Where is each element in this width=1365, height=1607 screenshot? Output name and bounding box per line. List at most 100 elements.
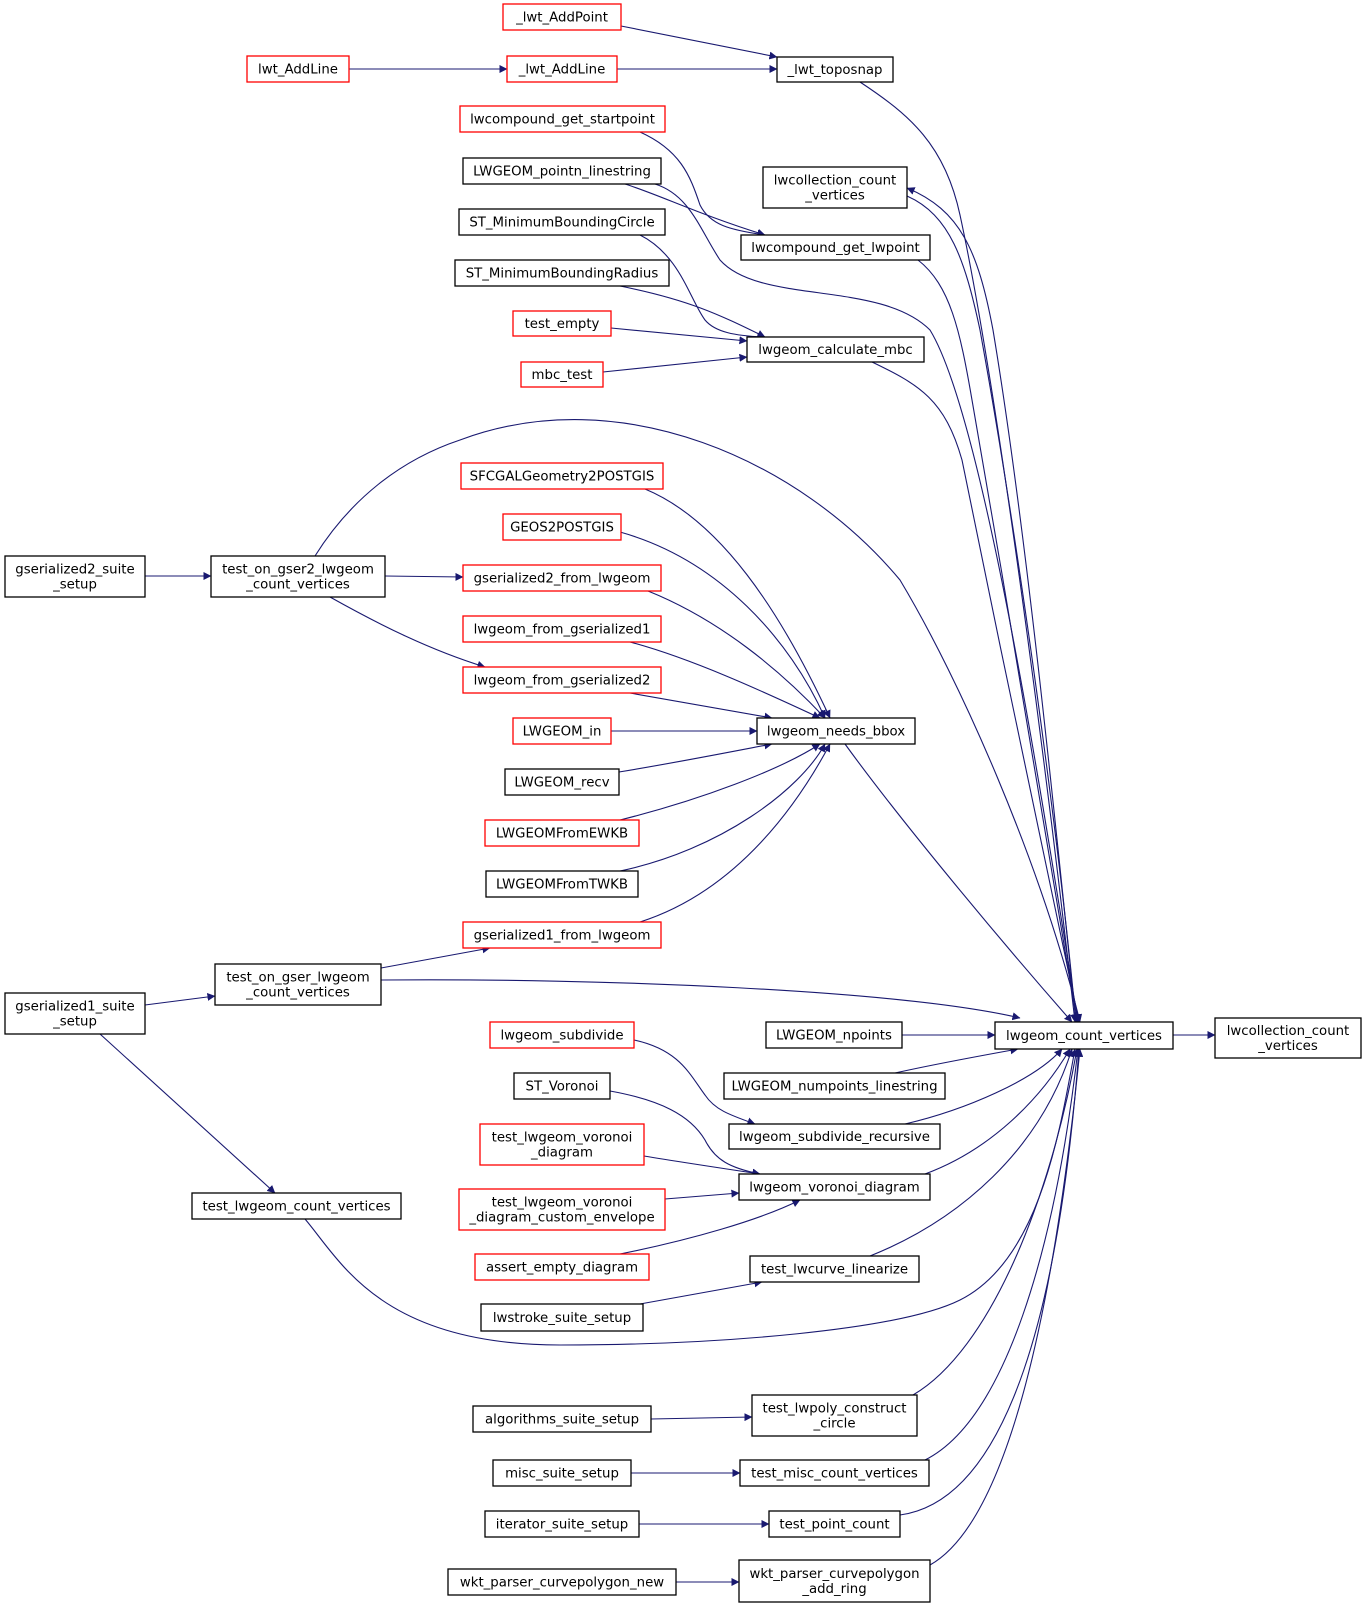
node-box[interactable] (512, 717, 612, 745)
node-box[interactable] (191, 1192, 402, 1220)
node-lwcompound_get_startpoint[interactable]: lwcompound_get_startpoint (459, 105, 666, 133)
node-mbc_test[interactable]: mbc_test (520, 361, 604, 388)
node-test_lwgeom_voronoi_diagram_ce[interactable]: test_lwgeom_voronoi_diagram_custom_envel… (458, 1188, 666, 1231)
node-algorithms_suite_setup[interactable]: algorithms_suite_setup (472, 1405, 652, 1433)
node-lwgeom_in[interactable]: LWGEOM_in (512, 717, 612, 745)
node-test_lwpoly_construct_circle[interactable]: test_lwpoly_construct_circle (751, 1394, 918, 1437)
node-box[interactable] (740, 234, 931, 261)
node-box[interactable] (462, 564, 662, 592)
node-box[interactable] (4, 555, 146, 598)
node-lwgeom_calculate_mbc[interactable]: lwgeom_calculate_mbc (746, 336, 925, 363)
node-box[interactable] (214, 963, 382, 1006)
node-iterator_suite_setup[interactable]: iterator_suite_setup (484, 1510, 640, 1538)
node-box[interactable] (1214, 1017, 1362, 1059)
node-box[interactable] (502, 3, 622, 31)
node-test_empty[interactable]: test_empty (512, 310, 612, 337)
node-box[interactable] (474, 1253, 650, 1281)
node-box[interactable] (776, 56, 894, 83)
node-box[interactable] (749, 1255, 920, 1283)
node-box[interactable] (738, 1173, 931, 1201)
node-test_on_gser[interactable]: test_on_gser_lwgeom_count_vertices (214, 963, 382, 1006)
node-lwgeom_pointn_linestring[interactable]: LWGEOM_pointn_linestring (462, 157, 662, 185)
node-box[interactable] (462, 157, 662, 185)
node-box[interactable] (994, 1021, 1174, 1050)
node-lwstroke_suite_setup[interactable]: lwstroke_suite_setup (480, 1303, 644, 1332)
node-box[interactable] (459, 105, 666, 133)
node-box[interactable] (762, 166, 908, 209)
node-lwgeom_npoints[interactable]: LWGEOM_npoints (765, 1021, 903, 1049)
node-lwcollection_count_vertices[interactable]: lwcollection_count_vertices (762, 166, 908, 209)
node-box[interactable] (472, 1405, 652, 1433)
node-box[interactable] (4, 992, 146, 1035)
node-lwt_AddLine_pub[interactable]: lwt_AddLine (246, 55, 350, 83)
node-box[interactable] (462, 615, 662, 643)
node-lwgeom_subdivide_recursive[interactable]: lwgeom_subdivide_recursive (728, 1123, 941, 1150)
node-test_on_gser2[interactable]: test_on_gser2_lwgeom_count_vertices (210, 555, 386, 598)
node-lwgeom_count_vertices[interactable]: lwgeom_count_vertices (994, 1021, 1174, 1050)
node-box[interactable] (723, 1072, 946, 1100)
node-box[interactable] (506, 55, 618, 83)
node-box[interactable] (447, 1568, 677, 1596)
node-box[interactable] (739, 1459, 930, 1487)
node-box[interactable] (502, 513, 622, 541)
node-test_lwgeom_count_vertices[interactable]: test_lwgeom_count_vertices (191, 1192, 402, 1220)
node-box[interactable] (462, 921, 662, 949)
node-box[interactable] (479, 1123, 645, 1166)
node-box[interactable] (454, 259, 670, 287)
node-st_mbr[interactable]: ST_MinimumBoundingRadius (454, 259, 670, 287)
node-lwcompound_get_lwpoint[interactable]: lwcompound_get_lwpoint (740, 234, 931, 261)
node-gserialized1_from_lwgeom[interactable]: gserialized1_from_lwgeom (462, 921, 662, 949)
node-box[interactable] (458, 208, 666, 236)
node-box[interactable] (751, 1394, 918, 1437)
node-lwgeom_from_gserialized2[interactable]: lwgeom_from_gserialized2 (462, 666, 662, 694)
node-geos2postgis[interactable]: GEOS2POSTGIS (502, 513, 622, 541)
node-lwgeom_numpoints_linestring[interactable]: LWGEOM_numpoints_linestring (723, 1072, 946, 1100)
node-box[interactable] (738, 1559, 931, 1603)
node-lwgeom_from_gserialized1[interactable]: lwgeom_from_gserialized1 (462, 615, 662, 643)
node-lwgeomfromtwkb[interactable]: LWGEOMFromTWKB (485, 870, 639, 898)
node-box[interactable] (485, 870, 639, 898)
node-lwgeomfromewkb[interactable]: LWGEOMFromEWKB (484, 819, 640, 847)
node-box[interactable] (728, 1123, 941, 1150)
node-st_voronoi[interactable]: ST_Voronoi (513, 1072, 611, 1100)
node-gserialized1_suite_setup[interactable]: gserialized1_suite_setup (4, 992, 146, 1035)
node-box[interactable] (480, 1303, 644, 1332)
node-test_lwcurve_linearize[interactable]: test_lwcurve_linearize (749, 1255, 920, 1283)
node-box[interactable] (756, 717, 916, 745)
node-box[interactable] (513, 1072, 611, 1100)
node-box[interactable] (768, 1510, 901, 1538)
node-box[interactable] (512, 310, 612, 337)
node-test_point_count[interactable]: test_point_count (768, 1510, 901, 1538)
node-gserialized2_from_lwgeom[interactable]: gserialized2_from_lwgeom (462, 564, 662, 592)
node-box[interactable] (462, 666, 662, 694)
node-lwt_toposnap[interactable]: _lwt_toposnap (776, 56, 894, 83)
node-wkt_parser_curvepolygon_add_ring[interactable]: wkt_parser_curvepolygon_add_ring (738, 1559, 931, 1603)
node-lwgeom_voronoi_diagram[interactable]: lwgeom_voronoi_diagram (738, 1173, 931, 1201)
node-lwcollection_focus[interactable]: lwcollection_count_vertices (1214, 1017, 1362, 1059)
node-lwgeom_subdivide[interactable]: lwgeom_subdivide (489, 1021, 635, 1049)
node-box[interactable] (458, 1188, 666, 1231)
node-box[interactable] (746, 336, 925, 363)
node-box[interactable] (210, 555, 386, 598)
node-gserialized2_suite_setup[interactable]: gserialized2_suite_setup (4, 555, 146, 598)
node-box[interactable] (504, 768, 620, 796)
node-box[interactable] (246, 55, 350, 83)
node-box[interactable] (489, 1021, 635, 1049)
node-box[interactable] (484, 819, 640, 847)
node-test_misc_count_vertices[interactable]: test_misc_count_vertices (739, 1459, 930, 1487)
node-lwt_AddPoint[interactable]: _lwt_AddPoint (502, 3, 622, 31)
node-st_mbc[interactable]: ST_MinimumBoundingCircle (458, 208, 666, 236)
node-sfcgal2postgis[interactable]: SFCGALGeometry2POSTGIS (460, 462, 664, 490)
node-wkt_parser_curvepolygon_new[interactable]: wkt_parser_curvepolygon_new (447, 1568, 677, 1596)
node-lwgeom_needs_bbox[interactable]: lwgeom_needs_bbox (756, 717, 916, 745)
node-lwt_AddLine[interactable]: _lwt_AddLine (506, 55, 618, 83)
node-box[interactable] (765, 1021, 903, 1049)
node-box[interactable] (460, 462, 664, 490)
node-box[interactable] (520, 361, 604, 388)
node-assert_empty_diagram[interactable]: assert_empty_diagram (474, 1253, 650, 1281)
node-test_lwgeom_voronoi_diagram[interactable]: test_lwgeom_voronoi_diagram (479, 1123, 645, 1166)
node-misc_suite_setup[interactable]: misc_suite_setup (492, 1459, 632, 1487)
node-box[interactable] (484, 1510, 640, 1538)
node-box[interactable] (492, 1459, 632, 1487)
node-lwgeom_recv[interactable]: LWGEOM_recv (504, 768, 620, 796)
